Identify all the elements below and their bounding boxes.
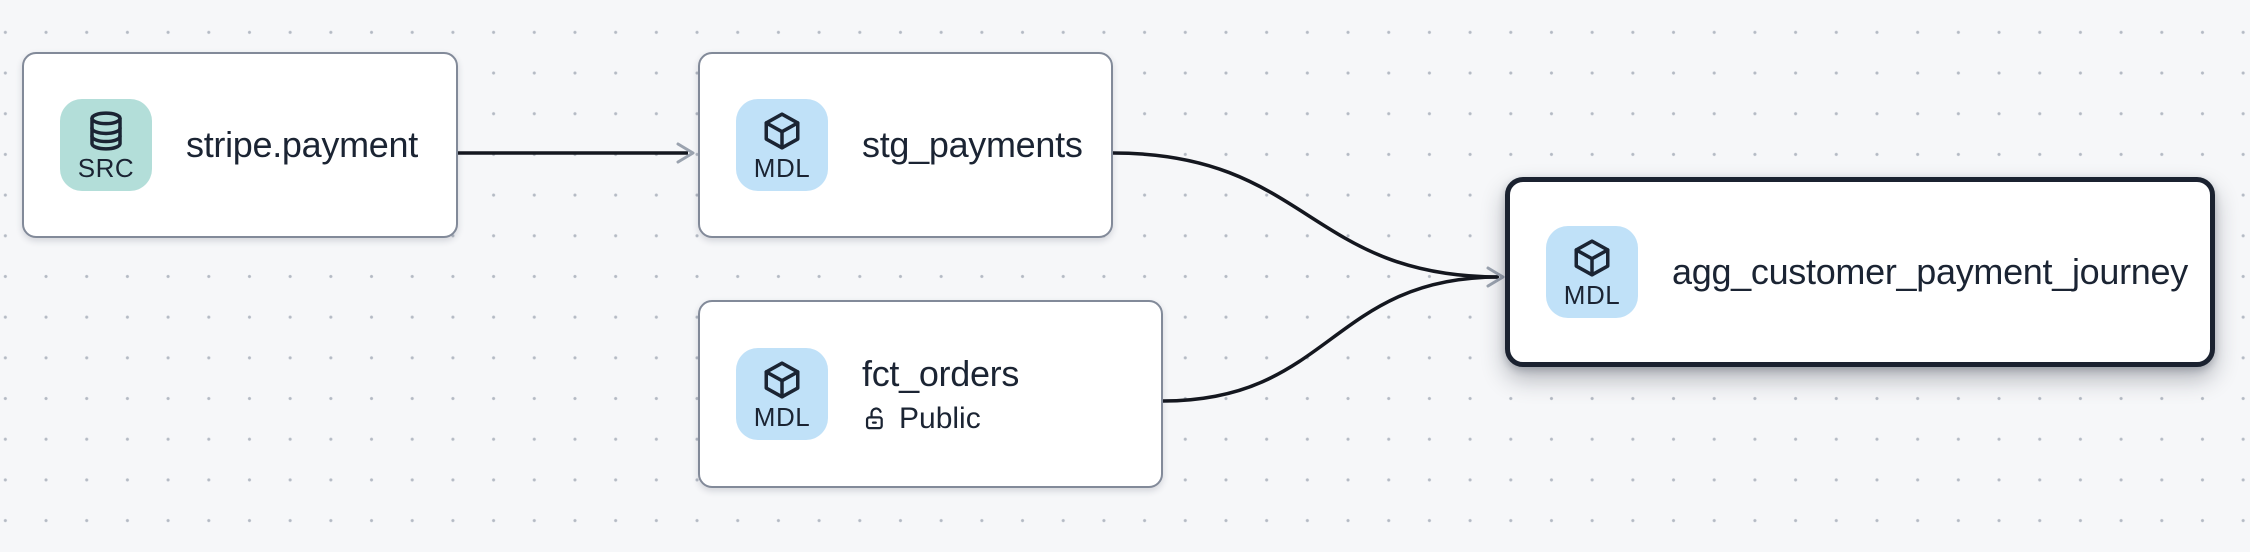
model-type-badge: MDL xyxy=(1546,226,1638,318)
node-title: agg_customer_payment_journey xyxy=(1672,251,2188,293)
arrowhead-icon xyxy=(676,142,695,164)
node-stripe-payment[interactable]: SRC stripe.payment xyxy=(22,52,458,238)
visibility-label: Public xyxy=(899,401,981,435)
cube-icon xyxy=(764,111,800,150)
node-agg-customer-payment-journey[interactable]: MDL agg_customer_payment_journey xyxy=(1505,177,2215,367)
node-title: fct_orders xyxy=(862,353,1020,395)
node-title: stg_payments xyxy=(862,124,1083,166)
cube-icon xyxy=(764,360,800,399)
lock-open-icon xyxy=(865,407,883,429)
edge-fct-orders-to-agg-customer-payment-journey[interactable] xyxy=(1162,275,1500,403)
edge-stg-payments-to-agg-customer-payment-journey[interactable] xyxy=(1112,151,1500,279)
badge-label: MDL xyxy=(753,152,811,183)
model-type-badge: MDL xyxy=(736,348,828,440)
arrowhead-icon xyxy=(1486,266,1505,288)
node-fct-orders[interactable]: MDL fct_orders Public xyxy=(698,300,1163,488)
badge-label: MDL xyxy=(1563,279,1621,310)
database-icon xyxy=(90,110,122,151)
model-type-badge: MDL xyxy=(736,99,828,191)
node-title: stripe.payment xyxy=(186,124,418,166)
visibility-row: Public xyxy=(862,402,1019,435)
node-stg-payments[interactable]: MDL stg_payments xyxy=(698,52,1113,238)
badge-label: MDL xyxy=(753,401,811,432)
cube-icon xyxy=(1574,238,1610,277)
source-type-badge: SRC xyxy=(60,99,152,191)
badge-label: SRC xyxy=(77,152,135,183)
